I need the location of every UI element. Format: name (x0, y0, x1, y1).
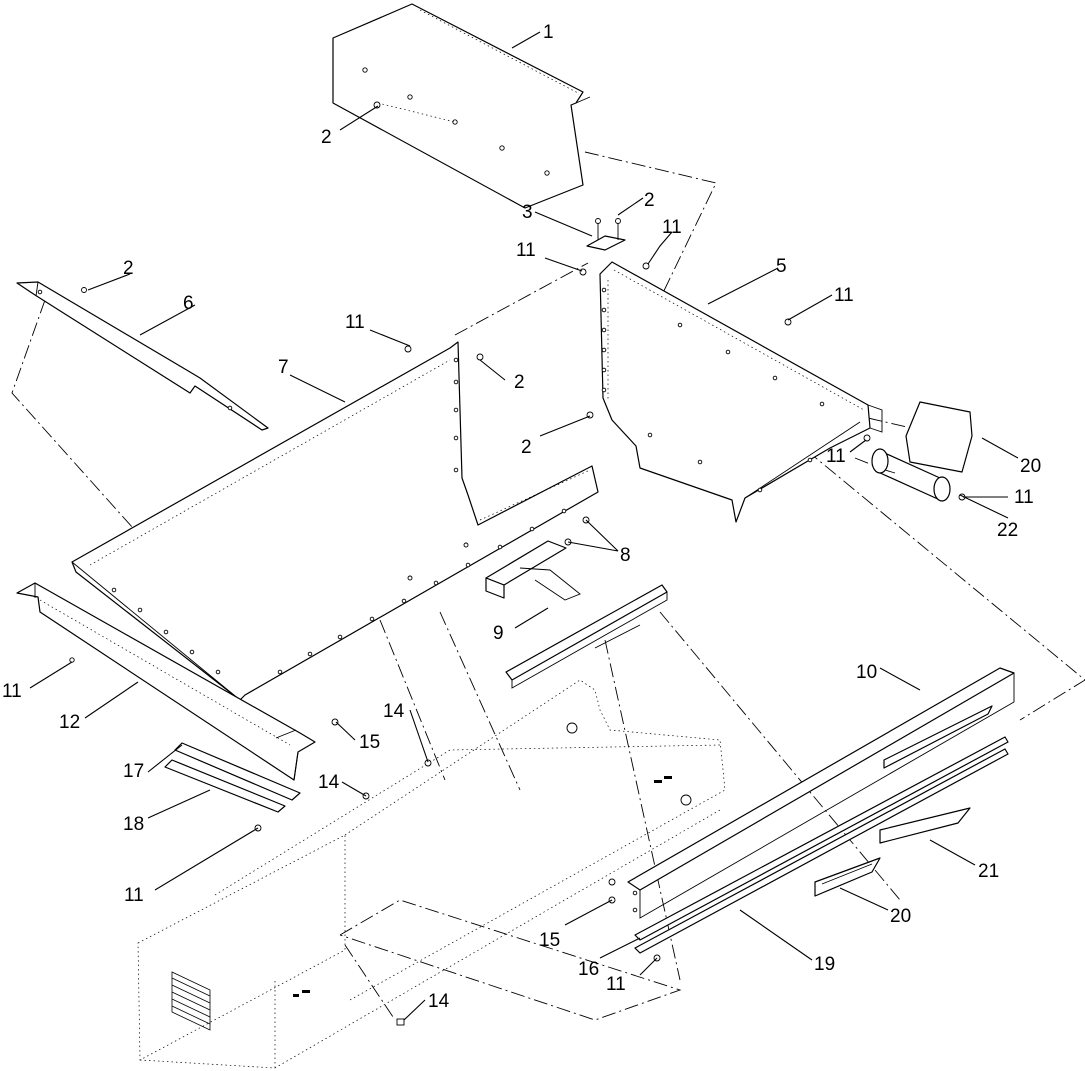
part-20-decal-upper (905, 401, 973, 473)
part-20-decal-lower (814, 857, 881, 897)
callouts: 1 2 2 3 11 11 2 5 11 6 11 7 2 2 20 11 11… (2, 22, 1041, 1012)
part-7-deck-panel (71, 341, 599, 701)
callout-11: 11 (345, 312, 365, 333)
chassis-grille (171, 971, 211, 1031)
phantom-lines (11, 151, 1085, 1021)
callout-20: 20 (1020, 456, 1041, 477)
callout-1: 1 (543, 22, 554, 43)
callout-3: 3 (522, 202, 533, 223)
fasteners (81, 101, 966, 1026)
part-5-holes (601, 287, 825, 493)
leader-lines (29, 31, 1019, 1021)
callout-17: 17 (123, 761, 144, 782)
callout-15: 15 (359, 732, 380, 753)
callout-18: 18 (123, 814, 144, 835)
part-10-rail (627, 667, 1015, 919)
callout-11: 11 (124, 885, 144, 906)
callout-7: 7 (278, 357, 289, 378)
callout-11: 11 (826, 446, 846, 467)
callout-6: 6 (183, 293, 194, 314)
callout-16: 16 (578, 959, 599, 980)
callout-11: 11 (2, 681, 22, 702)
callout-8: 8 (620, 545, 631, 566)
callout-11: 11 (516, 240, 536, 261)
callout-9: 9 (493, 623, 504, 644)
part-9-bar (485, 540, 668, 689)
callout-2: 2 (321, 127, 332, 148)
callout-19: 19 (814, 954, 835, 975)
callout-2: 2 (514, 372, 525, 393)
callout-14: 14 (428, 991, 450, 1012)
callout-11: 11 (834, 285, 854, 306)
callout-2: 2 (644, 190, 655, 211)
callout-12: 12 (59, 712, 80, 733)
callout-20: 20 (890, 906, 911, 927)
callout-22: 22 (997, 520, 1018, 541)
part-5-side-panel (599, 261, 883, 523)
part-1-top-cover (332, 3, 591, 209)
callout-11: 11 (606, 974, 626, 995)
part-22-canister (871, 448, 951, 502)
part-19-rail (634, 736, 1009, 954)
callout-21: 21 (978, 861, 999, 882)
part-3-bracket (586, 221, 626, 251)
callout-2: 2 (521, 437, 532, 458)
part-6-strip (16, 281, 269, 431)
part-7-holes (111, 357, 567, 675)
callout-11: 11 (662, 217, 682, 238)
callout-5: 5 (776, 256, 787, 277)
callout-14: 14 (318, 772, 340, 793)
callout-14: 14 (383, 701, 405, 722)
chassis-housing (137, 679, 726, 1069)
callout-2: 2 (123, 258, 134, 279)
callout-11: 11 (1014, 487, 1034, 508)
part-21-strip (879, 705, 993, 844)
callout-10: 10 (856, 662, 877, 683)
callout-15: 15 (539, 930, 560, 951)
part-12-frame (16, 582, 316, 831)
